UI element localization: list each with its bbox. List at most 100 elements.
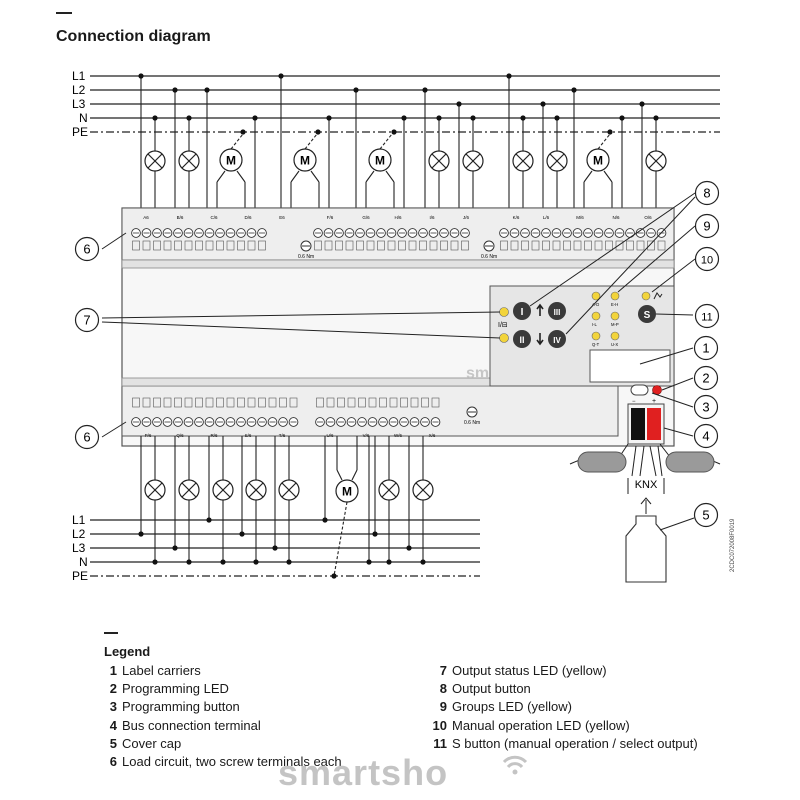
screw-terminal[interactable] <box>183 228 194 251</box>
screw-terminal[interactable] <box>460 228 470 251</box>
screw-terminal[interactable] <box>430 397 441 427</box>
screw-terminal[interactable] <box>257 397 267 427</box>
screw-terminal[interactable] <box>162 228 173 251</box>
screw-terminal[interactable] <box>141 397 152 427</box>
callout-6: 6 <box>74 424 100 450</box>
programming-button[interactable] <box>630 384 649 396</box>
screw-terminal[interactable] <box>257 228 267 251</box>
actuator-module: smartsho A6B/6C/6D/6E6F/6G/6H/6I/6J/6K/6… <box>121 207 675 447</box>
screw-terminal[interactable] <box>572 228 583 251</box>
screw-terminal[interactable] <box>520 228 530 251</box>
screw-terminal[interactable] <box>614 228 625 251</box>
screw-terminal[interactable] <box>173 228 183 251</box>
screw-terminal[interactable] <box>278 397 288 427</box>
screw-terminal[interactable] <box>530 228 541 251</box>
screw-terminal[interactable] <box>323 228 334 251</box>
screw-terminal[interactable] <box>593 228 604 251</box>
terminal-label-top: G/6 <box>362 215 370 220</box>
screw-terminal[interactable] <box>325 397 336 427</box>
output-button-iii[interactable]: III <box>548 302 566 320</box>
leader-6-bottom <box>101 421 127 438</box>
screw-terminal[interactable] <box>646 228 656 251</box>
screw-terminal[interactable] <box>236 228 246 251</box>
screw-terminal[interactable] <box>562 228 572 251</box>
screw-terminal[interactable] <box>346 397 357 427</box>
screw-terminal[interactable] <box>246 397 257 427</box>
callout-10: 10 <box>694 246 720 272</box>
bus-connection-terminal[interactable]: − + <box>627 398 665 445</box>
torque-icon-bottom: 0.6 Nm <box>464 406 480 426</box>
group-led: U-X <box>610 331 620 347</box>
output-button-i[interactable]: I <box>513 302 531 320</box>
screw-terminal[interactable] <box>399 397 409 427</box>
screw-terminal[interactable] <box>449 228 460 251</box>
screw-terminal[interactable] <box>357 397 367 427</box>
screw-terminal[interactable] <box>604 228 614 251</box>
screw-terminal[interactable] <box>428 228 439 251</box>
screw-terminal[interactable] <box>131 397 141 427</box>
screw-terminal[interactable] <box>344 228 355 251</box>
screw-terminal[interactable] <box>246 228 257 251</box>
screw-terminal[interactable] <box>355 228 365 251</box>
screw-terminal[interactable] <box>509 228 520 251</box>
screw-terminal[interactable] <box>439 228 449 251</box>
screw-terminal[interactable] <box>334 228 344 251</box>
screw-terminal[interactable] <box>336 397 346 427</box>
screw-terminal[interactable] <box>267 397 278 427</box>
screw-terminal[interactable] <box>420 397 430 427</box>
screw-terminal[interactable] <box>583 228 593 251</box>
screw-terminal[interactable] <box>376 228 386 251</box>
screw-terminal[interactable] <box>204 397 215 427</box>
screw-terminal[interactable] <box>397 228 407 251</box>
screw-terminal[interactable] <box>194 397 204 427</box>
screw-terminal[interactable] <box>386 228 397 251</box>
screw-terminal[interactable] <box>236 397 246 427</box>
terminal-label-top: K/6 <box>513 215 520 220</box>
screw-terminal[interactable] <box>152 397 162 427</box>
motor-top-1: M <box>219 148 243 172</box>
screw-terminal[interactable] <box>499 228 509 251</box>
legend-item-number: 6 <box>109 754 117 770</box>
screw-terminal[interactable] <box>541 228 551 251</box>
top-strip-edge <box>121 259 675 269</box>
screw-terminal[interactable] <box>315 397 325 427</box>
svg-text:1: 1 <box>702 341 709 356</box>
screw-terminal[interactable] <box>388 397 399 427</box>
screw-terminal[interactable] <box>288 397 299 427</box>
screw-terminal[interactable] <box>141 228 152 251</box>
screw-terminal[interactable] <box>215 228 225 251</box>
legend-dash <box>104 632 118 634</box>
screw-terminal[interactable] <box>407 228 418 251</box>
screw-terminal[interactable] <box>215 397 225 427</box>
screw-terminal[interactable] <box>173 397 183 427</box>
screw-terminal[interactable] <box>194 228 204 251</box>
screw-terminal[interactable] <box>204 228 215 251</box>
output-button-ii[interactable]: II <box>513 330 531 348</box>
svg-text:M: M <box>593 154 603 168</box>
screw-terminal[interactable] <box>367 397 378 427</box>
legend-item-number: 8 <box>439 681 447 697</box>
screw-terminal[interactable] <box>225 228 236 251</box>
leader-10 <box>651 258 696 293</box>
screw-terminal[interactable] <box>313 228 323 251</box>
screw-terminal[interactable] <box>378 397 388 427</box>
screw-terminal[interactable] <box>131 228 141 251</box>
screw-terminal[interactable] <box>551 228 562 251</box>
screw-terminal[interactable] <box>225 397 236 427</box>
screw-terminal[interactable] <box>409 397 420 427</box>
terminal-label-top: E6 <box>279 215 285 220</box>
s-button[interactable]: S <box>638 305 656 323</box>
screw-terminal[interactable] <box>183 397 194 427</box>
screw-terminal[interactable] <box>152 228 162 251</box>
screw-terminal[interactable] <box>418 228 428 251</box>
output-button-iv[interactable]: IV <box>548 330 566 348</box>
screw-terminal[interactable] <box>365 228 376 251</box>
screw-terminal[interactable] <box>635 228 646 251</box>
screw-terminal[interactable] <box>162 397 173 427</box>
